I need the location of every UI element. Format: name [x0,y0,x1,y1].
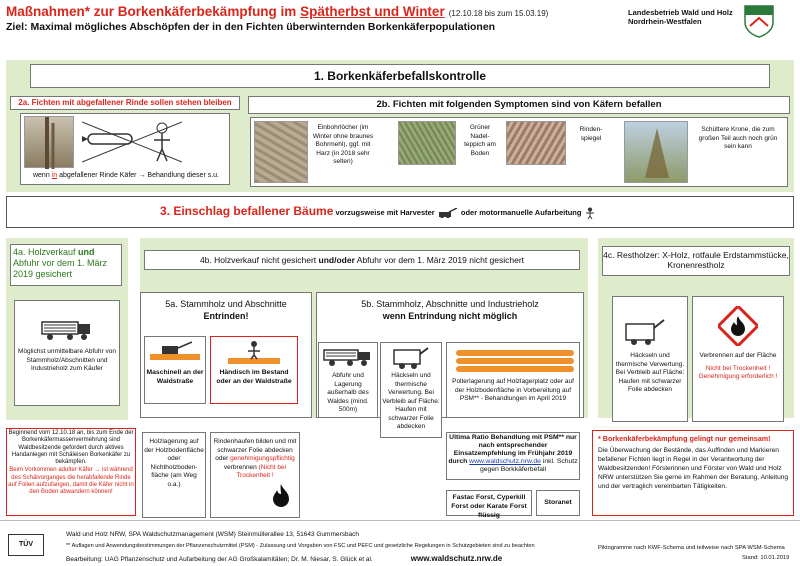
step4c-label: 4c. Restholzer: X-Holz, rotfaule Erdstam… [602,246,790,276]
step2a-caption: wenn in abgefallener Rinde Käfer → Behan… [32,172,220,179]
page-subtitle: Ziel: Maximal mögliches Abschöpfen der i… [6,21,496,33]
page-title: Maßnahmen* zur Borkenkäferbekämpfung im … [6,4,549,19]
footer-pictogram-note: Piktogramme nach KWF-Schema und teilweis… [598,545,785,551]
step3-box [6,196,794,228]
step5b-opt1: Abfuhr und Lagerung außerhalb des Waldes… [327,372,369,413]
chainsaw-worker-icon [584,207,596,220]
joint-effort-text: Die Überwachung der Bestände, das Auffin… [598,447,789,490]
symptom-bark-mirror: Rinden-spiegel [579,126,603,142]
fastac-text: Fastac Forst, Cyperkill Forst oder Karat… [451,494,527,519]
step4a-box [14,300,120,406]
step2a-label: 2a. Fichten mit abgefallener Rinde solle… [10,96,240,110]
dead-spruce-photo [24,116,74,169]
waldschutz-link[interactable]: www.waldschutz.nrw.de [469,458,541,465]
step5a-sub1-box [142,432,206,518]
step5a-sub2: Rindenhaufen bilden und mit schwarzer Fo… [213,438,297,479]
bore-holes-photo [254,121,308,183]
step5a-sub1: Holzlagerung auf der Holzbodenfläche ode… [144,438,204,488]
ultima-ratio-box [446,432,580,480]
ultima-ratio-text: Ultima Ratio Behandlung mit PSM** nur na… [448,434,578,473]
hand-debarking-icon [226,340,282,366]
step5a-opt1: Maschinell an der Waldstraße [146,369,204,385]
step5b-opt2: Häckseln und thermische Verwertung. Bei … [382,372,440,430]
footer-credits: Bearbeitung: UAG Pflanzenschutz und Aufa… [66,554,503,563]
fire-icon [272,484,290,508]
footer [0,520,800,566]
bark-mirror-photo [506,121,566,165]
step4c-opt1-box [612,296,688,422]
step5b-opt3: Polterlagerung auf Holzlagerplatz oder a… [452,378,574,402]
step5a-opt2: Händisch im Bestand oder an der Waldstra… [216,369,292,385]
step1-box: 1. Borkenkäferbefallskontrolle [30,64,770,88]
flammable-icon [716,304,760,348]
step4a-text: Möglichst unmittelbare Abfuhr von Stammh… [18,348,116,372]
nrw-crest-icon [742,4,776,38]
truck-icon [322,346,374,368]
step3-text: 3. Einschlag befallener Bäume vorzugswei… [160,204,596,220]
truck-icon [40,316,94,342]
step5a-option-machine [144,336,206,404]
footer-psm-note: ** Auflagen und Anwendungsbestimmungen d… [66,543,535,549]
step5b-label: 5b. Stammholz, Abschnitte und Industrieh… [361,299,539,321]
harvester-icon [437,207,459,219]
storanet-text: Storanet [544,499,572,506]
step4b-label: 4b. Holzverkauf nicht gesichert und/oder… [144,250,580,270]
chipper-icon [622,316,666,346]
footer-url-link[interactable]: www.waldschutz.nrw.de [410,554,503,563]
debarking-machine-icon [148,340,202,364]
step2b-label: 2b. Fichten mit folgenden Symptomen sind… [248,96,790,114]
step4c-item1: Häckseln und thermische Verwertung. Bei … [615,352,685,393]
fastac-box [446,490,532,516]
early-action-text: Beginnend vom 12.10.18 an, bis zum Ende … [8,430,134,496]
chipper-icon [390,344,430,370]
symptom-sparse-crown: Schüttere Krone, die zum großen Teil auc… [698,126,778,150]
joint-effort-note [592,430,794,516]
keep-standing-icon [81,120,183,164]
log-pile-icon [456,350,574,372]
step5b-opt2-box [380,342,442,438]
needle-carpet-photo [398,121,456,165]
tuv-logo: TÜV [8,534,44,556]
sparse-crown-photo [624,121,688,183]
symptom-needle-carpet: Grüner Nadel-teppich am Boden [464,124,496,157]
footer-date: Stand: 10.01.2019 [742,555,790,561]
early-action-note [6,428,136,516]
footer-address: Wald und Holz NRW, SPA Waldschutzmanagem… [66,531,359,538]
joint-effort-title: * Borkenkäferbekämpfung gelingt nur geme… [598,434,771,443]
storanet-box [536,490,580,516]
symptom-bore-holes: Einbohrlöcher (im Winter ohne braunes Bo… [312,124,374,165]
step4a-title: 4a. Holzverkauf und Abfuhr vor dem 1. Mä… [10,244,122,286]
